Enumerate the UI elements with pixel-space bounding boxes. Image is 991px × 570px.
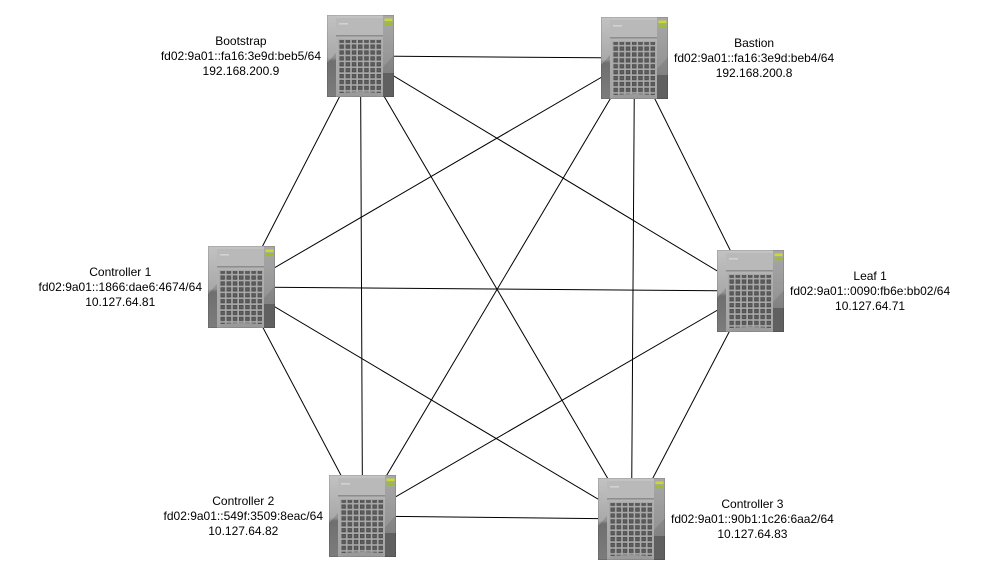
node-ipv6: fd02:9a01::549f:3509:8eac/64	[163, 508, 323, 523]
link-bastion-controller2	[362, 57, 635, 517]
link-bootstrap-controller2	[360, 55, 363, 517]
node-ipv4: 192.168.200.9	[202, 63, 280, 78]
server-tower-icon[interactable]	[717, 250, 784, 332]
node-ipv6: fd02:9a01::90b1:1c26:6aa2/64	[671, 511, 834, 526]
node-label: Controller 2 fd02:9a01::549f:3509:8eac/6…	[164, 494, 323, 539]
node-ipv4: 10.127.64.71	[835, 298, 906, 313]
server-tower-icon[interactable]	[327, 15, 394, 97]
link-bootstrap-controller3	[360, 55, 632, 520]
node-controller-3[interactable]: Controller 3 fd02:9a01::90b1:1c26:6aa2/6…	[598, 478, 834, 560]
node-ipv4: 192.168.200.8	[715, 65, 793, 80]
node-ipv6: fd02:9a01::fa16:3e9d:beb4/64	[674, 50, 835, 65]
server-tower-icon[interactable]	[598, 478, 665, 560]
node-ipv6: fd02:9a01::1866:dae6:4674/64	[38, 279, 203, 294]
node-name: Bootstrap	[215, 33, 267, 48]
node-controller-2[interactable]: Controller 2 fd02:9a01::549f:3509:8eac/6…	[164, 475, 396, 557]
node-name: Controller 3	[721, 496, 784, 511]
link-controller1-controller3	[241, 286, 632, 520]
link-controller2-controller3	[362, 515, 632, 520]
node-ipv4: 10.127.64.83	[717, 526, 788, 541]
node-name: Controller 1	[89, 264, 152, 279]
node-ipv4: 10.127.64.81	[85, 294, 156, 309]
link-bastion-controller1	[241, 57, 635, 288]
link-bastion-controller3	[631, 57, 635, 520]
node-leaf-1[interactable]: Leaf 1 fd02:9a01::0090:fb6e:bb02/64 10.1…	[717, 250, 950, 332]
node-label: Controller 1 fd02:9a01::1866:dae6:4674/6…	[39, 265, 203, 310]
node-controller-1[interactable]: Controller 1 fd02:9a01::1866:dae6:4674/6…	[39, 246, 276, 328]
link-bootstrap-bastion	[360, 55, 635, 59]
server-tower-icon[interactable]	[601, 17, 668, 99]
link-bootstrap-leaf1	[360, 55, 751, 292]
node-label: Leaf 1 fd02:9a01::0090:fb6e:bb02/64 10.1…	[790, 269, 950, 314]
node-bootstrap[interactable]: Bootstrap fd02:9a01::fa16:3e9d:beb5/64 1…	[161, 15, 394, 97]
link-leaf1-controller2	[362, 290, 751, 517]
link-controller1-leaf1	[241, 286, 751, 292]
node-ipv6: fd02:9a01::fa16:3e9d:beb5/64	[160, 48, 321, 63]
node-name: Bastion	[734, 35, 775, 50]
server-tower-icon[interactable]	[208, 246, 275, 328]
server-tower-icon[interactable]	[329, 475, 396, 557]
node-name: Controller 2	[212, 493, 275, 508]
node-label: Bastion fd02:9a01::fa16:3e9d:beb4/64 192…	[674, 36, 834, 81]
node-label: Bootstrap fd02:9a01::fa16:3e9d:beb5/64 1…	[161, 34, 321, 79]
node-name: Leaf 1	[853, 268, 887, 283]
node-ipv6: fd02:9a01::0090:fb6e:bb02/64	[790, 283, 951, 298]
node-label: Controller 3 fd02:9a01::90b1:1c26:6aa2/6…	[671, 497, 834, 542]
node-bastion[interactable]: Bastion fd02:9a01::fa16:3e9d:beb4/64 192…	[601, 17, 834, 99]
node-ipv4: 10.127.64.82	[208, 523, 279, 538]
